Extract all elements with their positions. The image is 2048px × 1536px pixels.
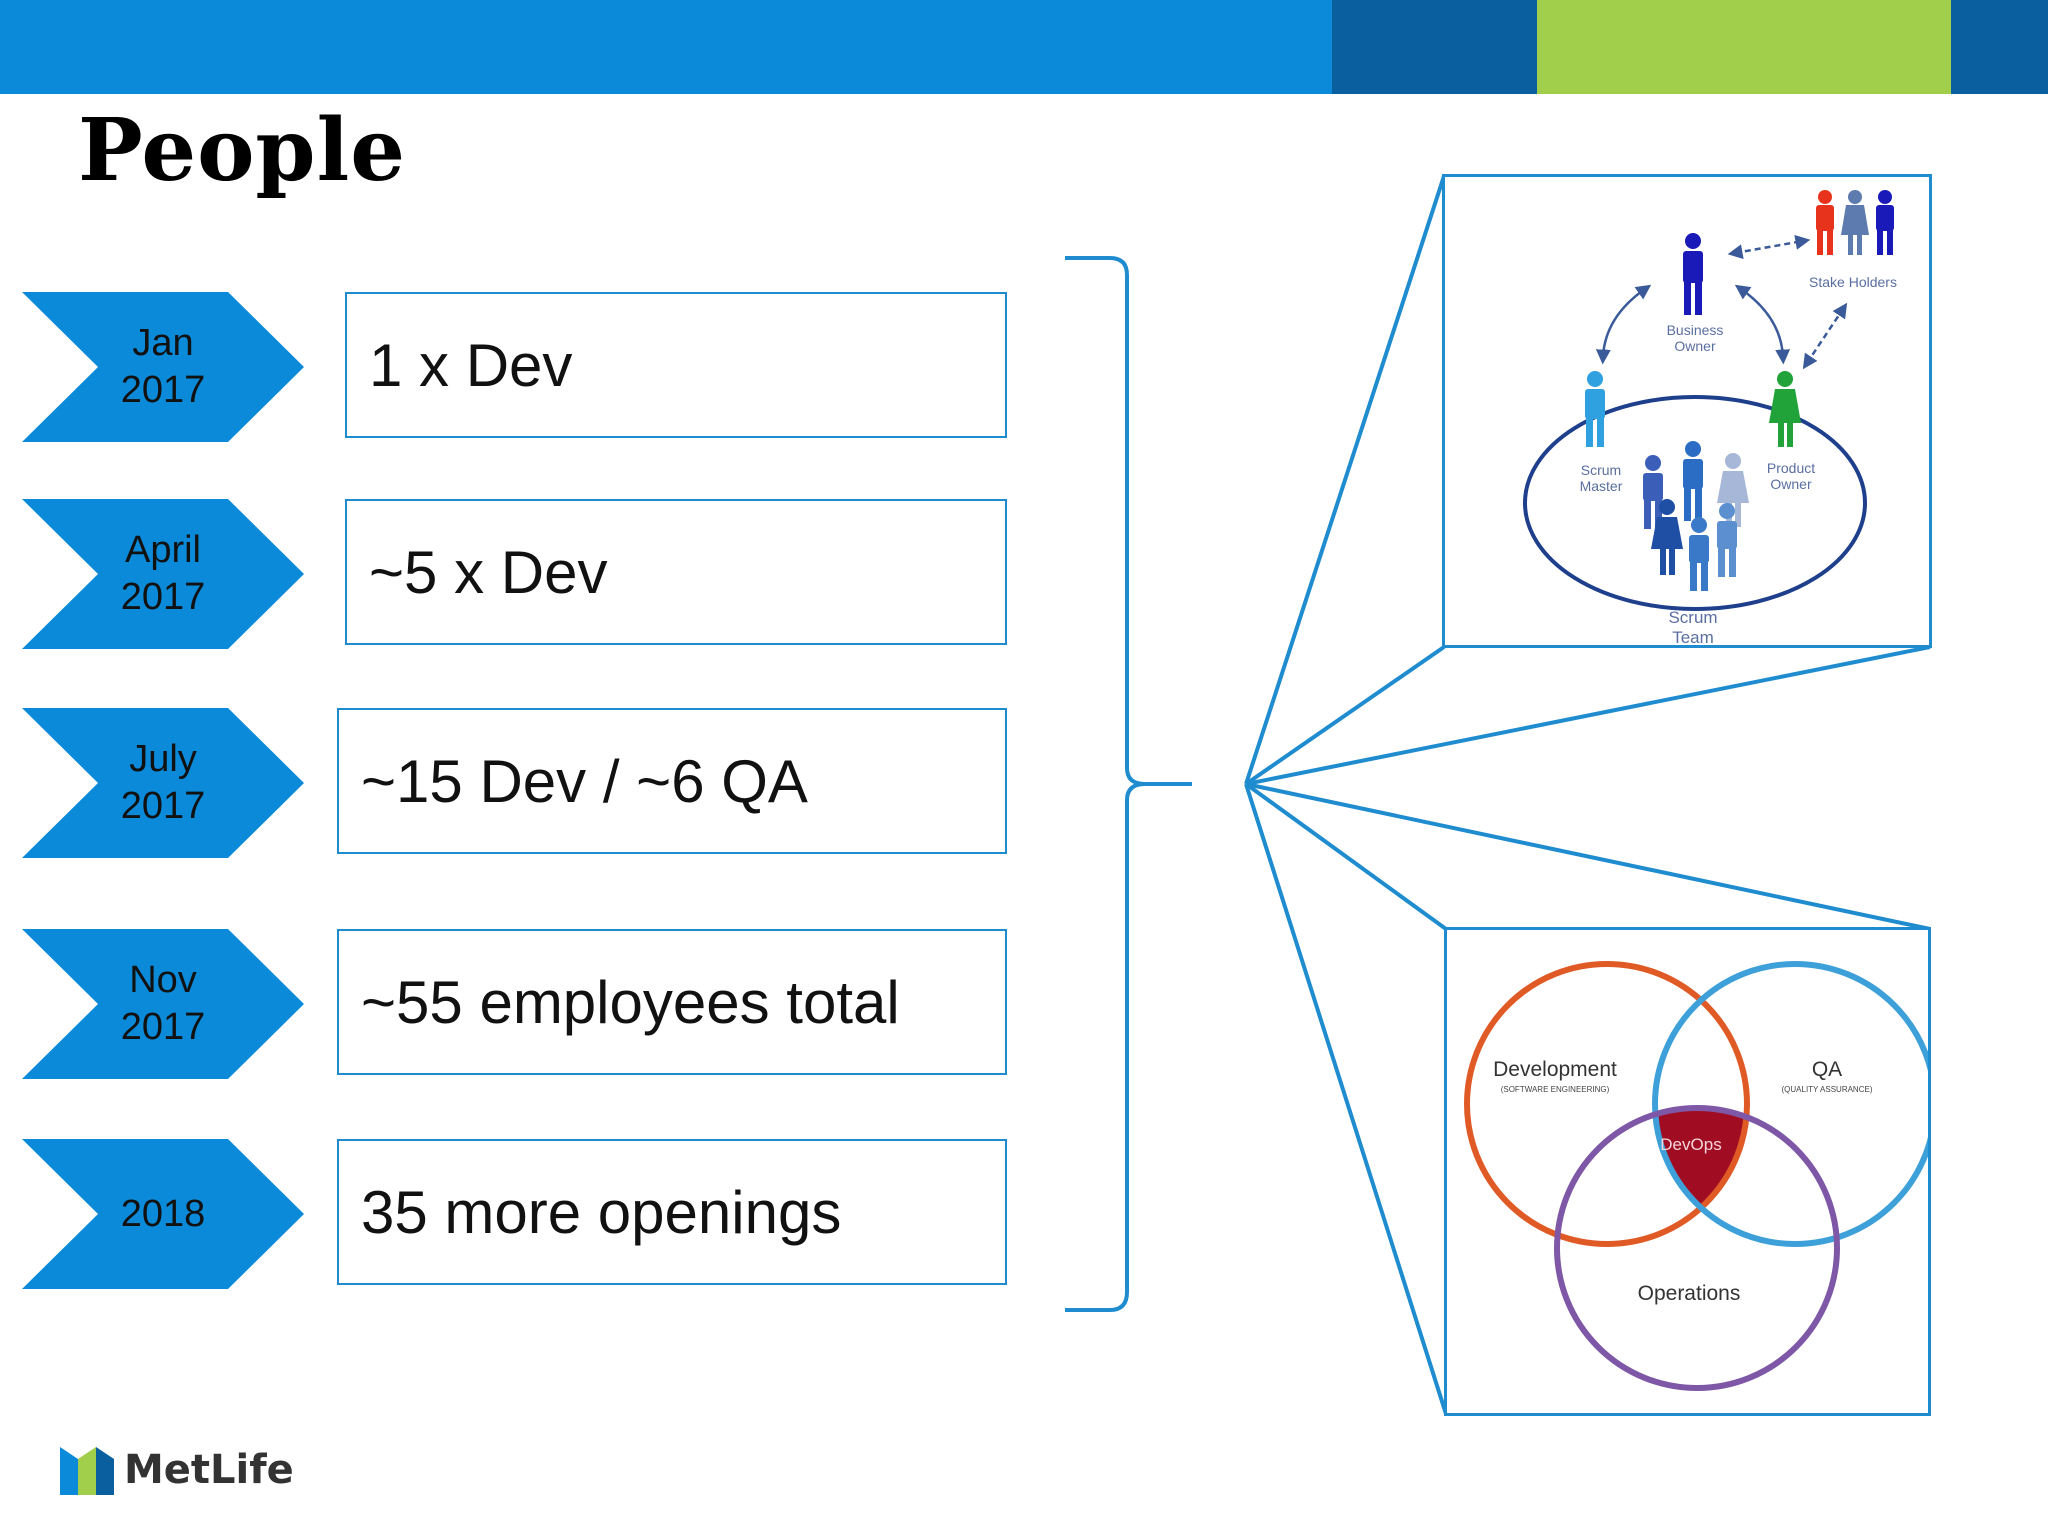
arrow-business-product-owner xyxy=(1734,284,1791,365)
arrow-product-owner-stakeholders xyxy=(1802,302,1848,370)
timeline-row: April 2017 ~5 x Dev xyxy=(0,499,1020,649)
timeline-text-box: 1 x Dev xyxy=(345,292,1007,438)
timeline-row: 2018 35 more openings xyxy=(0,1139,1020,1289)
metlife-logo-text: MetLife xyxy=(124,1447,294,1493)
team-member-figures xyxy=(1643,441,1749,591)
timeline-text-box: ~5 x Dev xyxy=(345,499,1007,645)
devops-label: DevOps xyxy=(1660,1135,1721,1154)
scrum-master-label-line2: Master xyxy=(1580,478,1623,494)
date-chevron: Nov 2017 xyxy=(22,929,304,1079)
timeline-text-box: 35 more openings xyxy=(337,1139,1007,1285)
qa-label: QA xyxy=(1812,1058,1842,1081)
zoom-lines xyxy=(1244,175,1931,1415)
date-month: Jan xyxy=(132,322,194,364)
slide-title: People xyxy=(78,100,406,201)
scrum-master-label-line1: Scrum xyxy=(1581,462,1621,478)
top-bar-dark-blue-segment xyxy=(1332,0,1537,94)
arrow-business-stakeholders xyxy=(1727,234,1811,260)
timeline-row: Jan 2017 1 x Dev xyxy=(0,292,1020,442)
top-color-bar xyxy=(0,0,2048,94)
timeline-row: July 2017 ~15 Dev / ~6 QA xyxy=(0,708,1020,858)
date-month: April xyxy=(124,529,202,571)
date-year: 2017 xyxy=(120,1006,206,1048)
top-bar-green-segment xyxy=(1537,0,1951,94)
top-bar-blue-segment xyxy=(0,0,1332,94)
headcount-text: ~5 x Dev xyxy=(369,538,608,606)
arrow-business-scrum-master xyxy=(1595,284,1652,365)
headcount-text: 35 more openings xyxy=(361,1178,842,1246)
right-brace xyxy=(1065,256,1192,1312)
product-owner-label-line1: Product xyxy=(1767,460,1815,476)
scrum-team-label-line1: Scrum xyxy=(1668,608,1717,627)
date-year: 2017 xyxy=(120,369,206,411)
timeline-row: Nov 2017 ~55 employees total xyxy=(0,929,1020,1079)
team-ellipse xyxy=(1523,395,1867,611)
timeline-text-box: ~55 employees total xyxy=(337,929,1007,1075)
date-chevron: April 2017 xyxy=(22,499,304,649)
date-year: 2018 xyxy=(120,1192,206,1235)
date-chevron: Jan 2017 xyxy=(22,292,304,442)
stake-holders-figures xyxy=(1816,190,1894,255)
headcount-text: ~55 employees total xyxy=(361,968,900,1036)
date-month: Nov xyxy=(129,959,197,1001)
development-sublabel: (SOFTWARE ENGINEERING) xyxy=(1501,1085,1610,1094)
operations-circle xyxy=(1554,1105,1840,1391)
timeline-text-box: ~15 Dev / ~6 QA xyxy=(337,708,1007,854)
date-chevron: 2018 xyxy=(22,1139,304,1289)
qa-circle xyxy=(1652,961,1928,1247)
metlife-logo-icon xyxy=(60,1447,114,1495)
headcount-text: 1 x Dev xyxy=(369,331,573,399)
date-year: 2017 xyxy=(120,576,206,618)
scrum-team-label-line2: Team xyxy=(1672,628,1714,645)
development-circle xyxy=(1464,961,1750,1247)
scrum-team-diagram: Stake Holders Business Owner Scrum Maste… xyxy=(1442,174,1932,648)
date-month: July xyxy=(129,738,197,780)
date-chevron: July 2017 xyxy=(22,708,304,858)
operations-label: Operations xyxy=(1638,1282,1741,1305)
business-owner-figure xyxy=(1683,233,1703,315)
business-owner-label-line2: Owner xyxy=(1674,338,1716,354)
qa-sublabel: (QUALITY ASSURANCE) xyxy=(1782,1085,1873,1094)
date-year: 2017 xyxy=(120,785,206,827)
metlife-logo: MetLife xyxy=(60,1440,294,1500)
development-label: Development xyxy=(1493,1058,1617,1081)
product-owner-figure xyxy=(1769,371,1801,447)
headcount-text: ~15 Dev / ~6 QA xyxy=(361,747,808,815)
product-owner-label-line2: Owner xyxy=(1770,476,1812,492)
stake-holders-label: Stake Holders xyxy=(1809,274,1897,290)
scrum-master-figure xyxy=(1585,371,1605,447)
devops-venn-diagram: Development (SOFTWARE ENGINEERING) QA (Q… xyxy=(1444,927,1931,1416)
business-owner-label-line1: Business xyxy=(1667,322,1724,338)
top-bar-dark-blue-end-segment xyxy=(1951,0,2048,94)
